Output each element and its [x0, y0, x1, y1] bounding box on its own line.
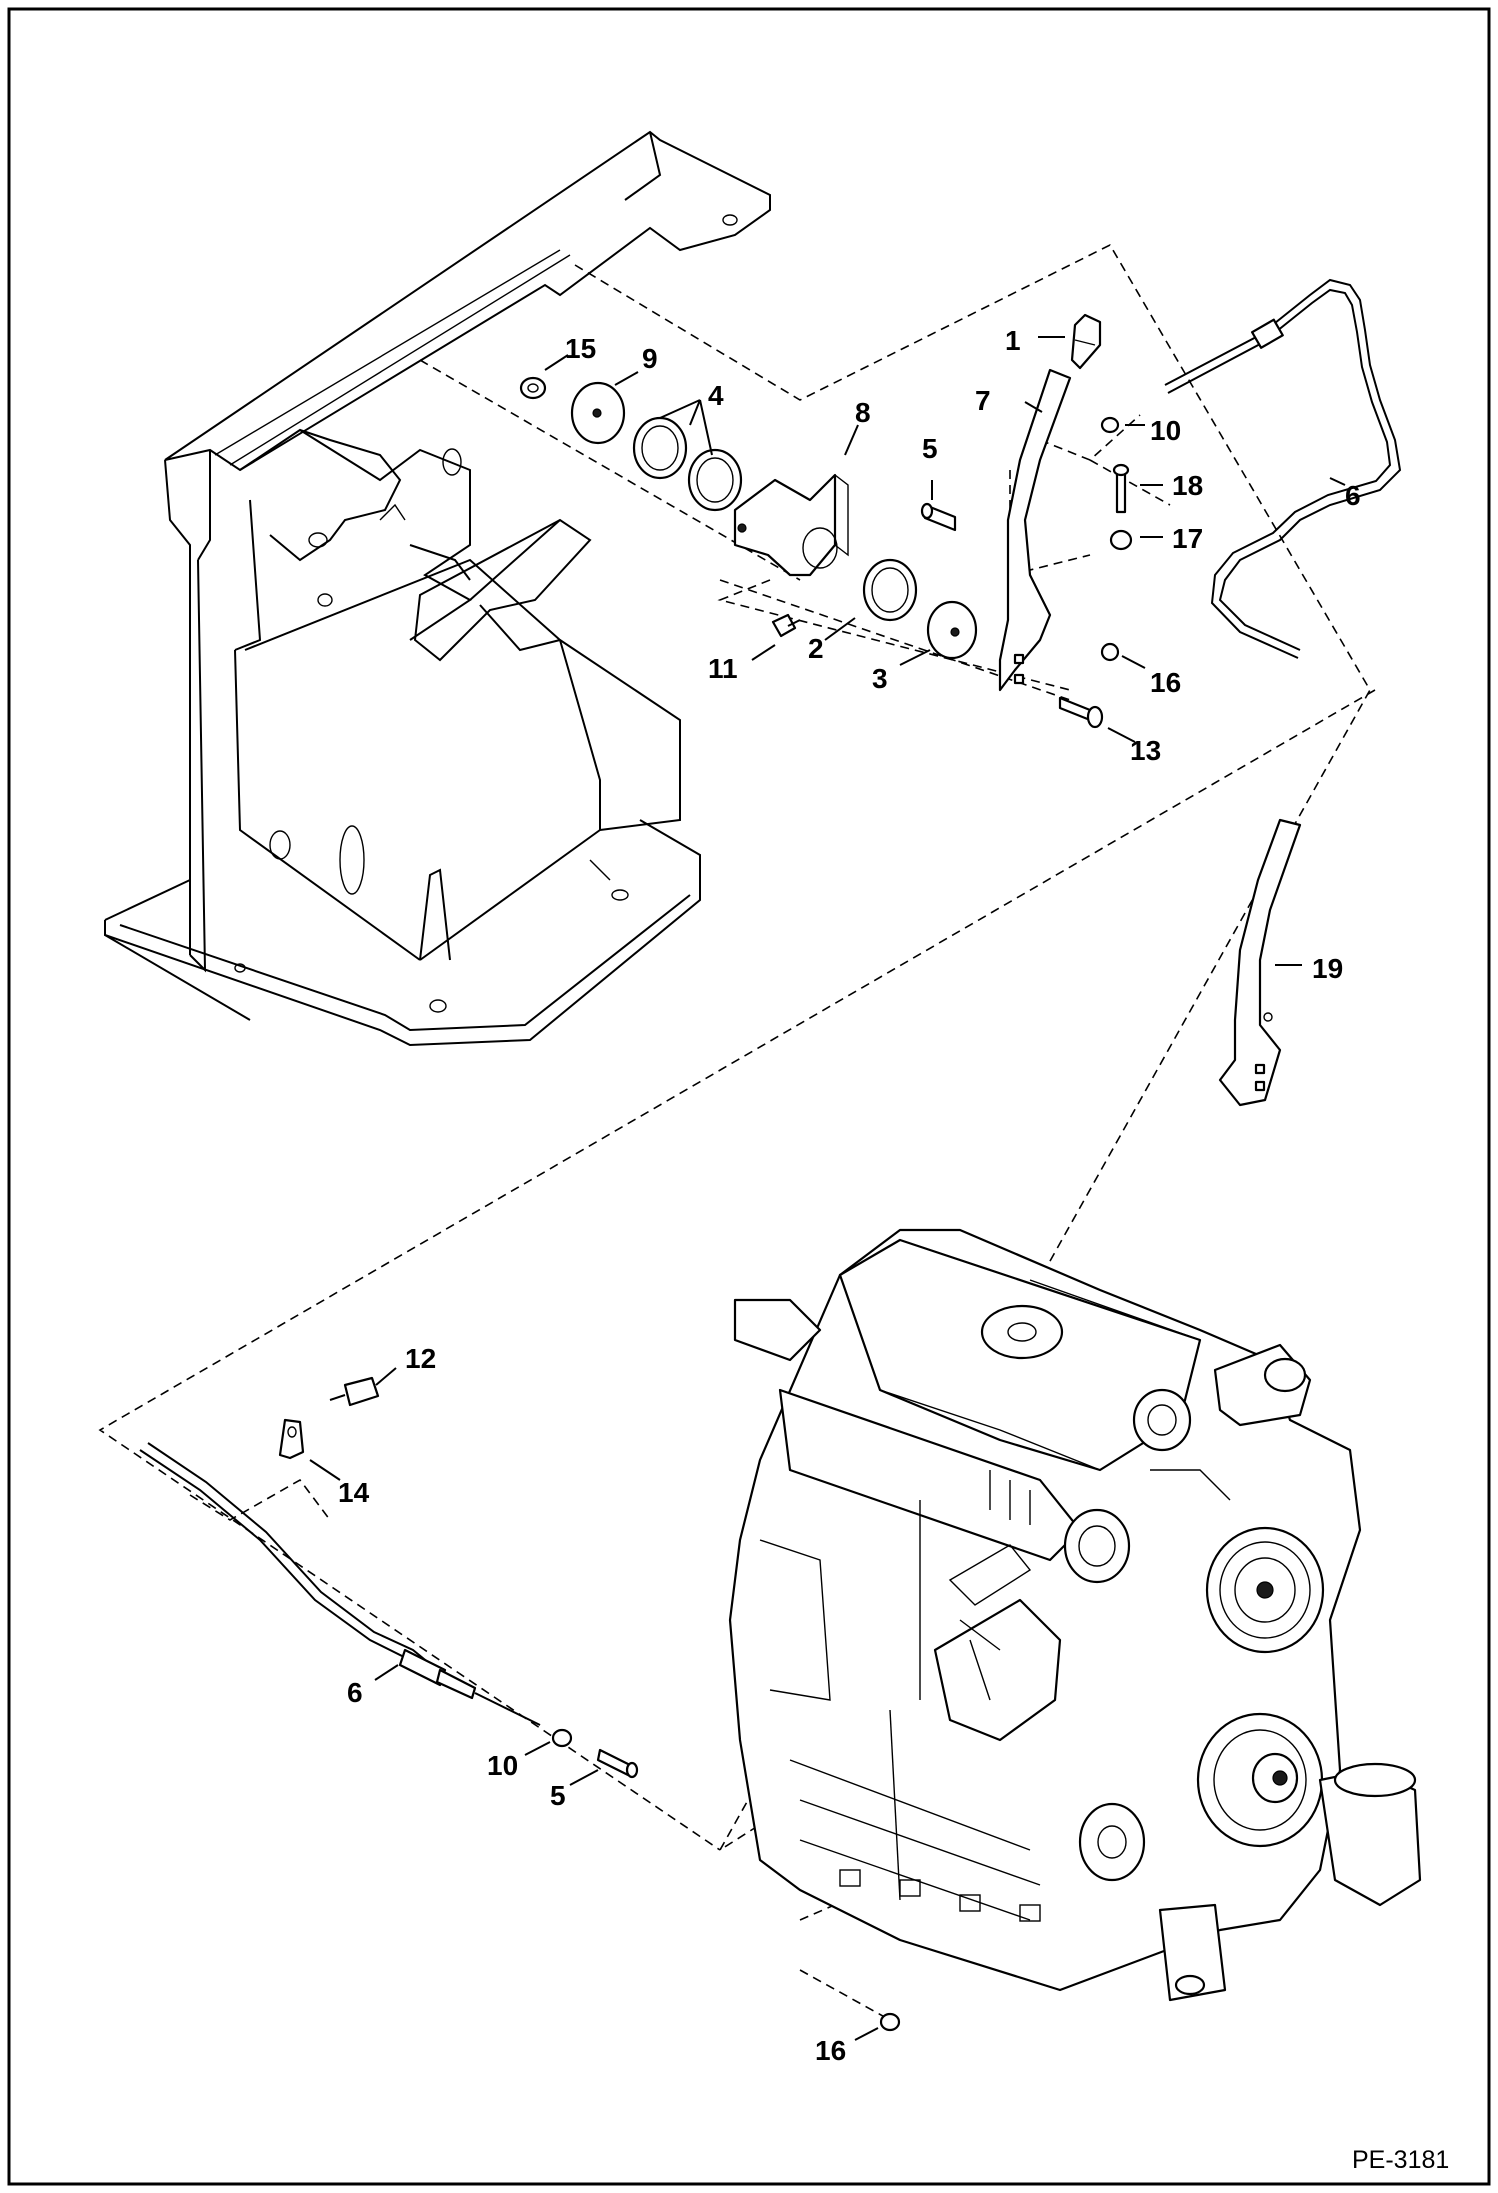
callout-9: 9 [642, 343, 658, 374]
part-10-nut [1100, 416, 1120, 434]
part-13-bolt [1058, 696, 1104, 729]
callout-12: 12 [405, 1343, 436, 1374]
part-10-nut-lower [551, 1728, 573, 1748]
callout-11: 11 [708, 653, 738, 684]
callout-19: 19 [1312, 953, 1343, 984]
part-6-cable-lower [139, 1442, 541, 1726]
part-4-rings [632, 416, 743, 512]
part-16-nut [1100, 642, 1120, 662]
part-17-nut [1109, 529, 1133, 551]
part-14-clip [278, 1418, 305, 1460]
callout-14: 14 [338, 1477, 370, 1508]
callout-10-bottom: 10 [487, 1750, 518, 1781]
callout-10-top: 10 [1150, 415, 1181, 446]
figure-id: PE-3181 [1352, 2146, 1449, 2174]
part-16-nut-lower [879, 2012, 901, 2032]
callout-leaders [309, 336, 1346, 2041]
page-border [7, 7, 1491, 2186]
callout-3: 3 [872, 663, 888, 694]
callout-6-top: 6 [1345, 480, 1361, 511]
part-15-nut [519, 376, 547, 400]
part-18-bolt [1112, 463, 1130, 514]
callout-5-bottom: 5 [550, 1780, 566, 1811]
part-6-throttle-cable [1164, 278, 1402, 659]
part-9-disc [570, 381, 626, 445]
callout-5-top: 5 [922, 433, 938, 464]
engine-frame-panel [104, 130, 771, 1047]
callout-7: 7 [975, 385, 991, 416]
callout-13: 13 [1130, 735, 1161, 766]
callout-18: 18 [1172, 470, 1203, 501]
engine-assembly [728, 1228, 1422, 2002]
callout-4: 4 [708, 380, 724, 411]
part-7-lever [998, 368, 1072, 692]
callout-8: 8 [855, 397, 871, 428]
part-12-bolt [329, 1376, 380, 1407]
part-2-ring [862, 558, 918, 622]
callout-6-bottom: 6 [347, 1677, 363, 1708]
callout-1: 1 [1005, 325, 1021, 356]
callout-labels: 1 15 9 4 8 7 10 5 18 6 17 2 11 3 16 13 1… [338, 325, 1361, 2066]
part-19-lever [1218, 818, 1302, 1107]
part-11-bolt [771, 613, 801, 638]
callout-16-bottom: 16 [815, 2035, 846, 2066]
callout-17: 17 [1172, 523, 1203, 554]
callout-2: 2 [808, 633, 824, 664]
part-3-disc [926, 600, 978, 660]
callout-15: 15 [565, 333, 596, 364]
part-1-knob [1070, 313, 1102, 370]
callout-16-top: 16 [1150, 667, 1181, 698]
part-8-bracket [733, 473, 849, 577]
part-5-pin-lower [596, 1748, 639, 1779]
part-5-pin [920, 502, 957, 532]
